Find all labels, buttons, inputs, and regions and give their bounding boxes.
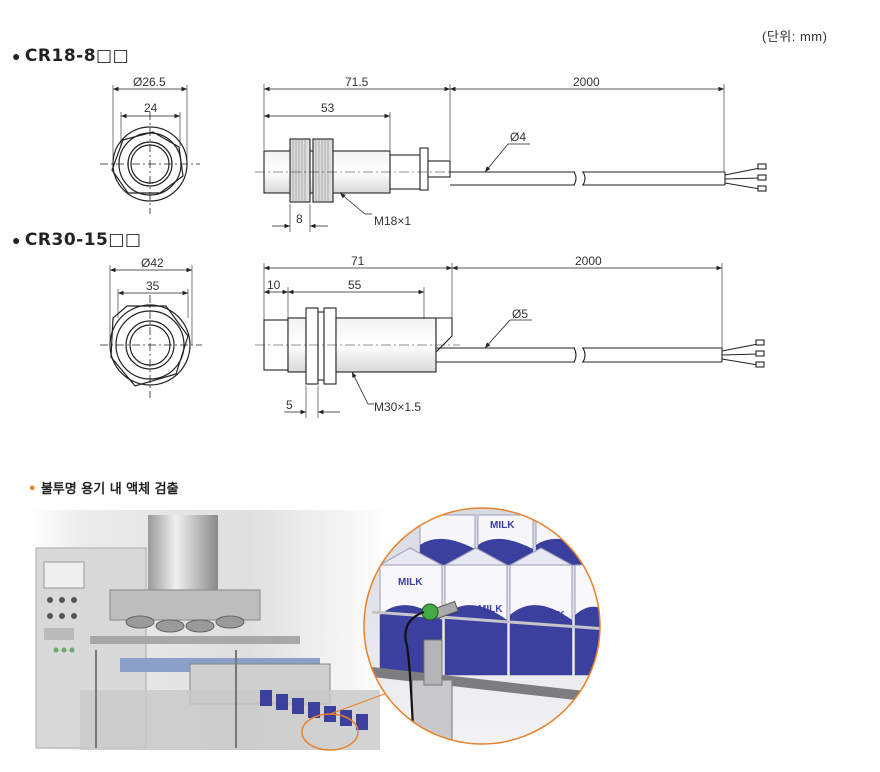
orange-dot-icon: • [28,482,37,497]
zoom-ring [363,507,601,745]
bullet-icon: ● [12,48,21,64]
cr30-cable-dia-label: Ø5 [512,307,529,321]
milk-label-4: MILK [478,604,503,615]
dimension-drawings [100,84,767,418]
cr18-thread-label: M18×1 [374,214,412,228]
zoom-connector-line [329,689,396,715]
cr18-front-view [100,85,200,214]
application-title: • 불투명 용기 내 액체 검출 [28,478,179,497]
milk-label-5: MILK [540,610,565,621]
cr18-nut-label: 8 [296,212,303,226]
cr18-body-label: 53 [321,101,335,115]
cr30-nut-label: 5 [286,398,293,412]
model-name-cr18: CR18-8□□ [24,46,130,66]
filling-machine-image [30,510,390,750]
cr18-outer-dia-label: Ø26.5 [133,75,166,89]
cr30-outer-dia-label: Ø42 [141,256,164,270]
cr30-length-label: 71 [351,254,365,268]
cr30-front-view [100,265,202,398]
cr18-cable-dia-label: Ø4 [510,130,527,144]
milk-label-3: MILK [398,577,423,588]
cr18-side-view [255,84,767,232]
zoom-target-ring [301,713,359,751]
cr18-hex-label: 24 [144,101,158,115]
bullet-icon: ● [12,232,21,248]
cr30-thread-label: M30×1.5 [374,400,422,414]
milk-label-1: MILK [490,520,515,531]
cr30-front-label: 10 [267,278,281,292]
cr30-body-label: 55 [348,278,362,292]
cr30-hex-label: 35 [146,279,160,293]
application-title-text: 불투명 용기 내 액체 검출 [40,482,179,497]
cr18-length-label: 71.5 [345,75,369,89]
model-title-1: ● CR18-8□□ [12,46,129,66]
zoom-detail-image: MILK MILK MILK MILK MILK [364,508,600,744]
unit-label: (단위: mm) [762,29,828,44]
cr30-cable-length-label: 2000 [575,254,602,268]
cr18-cable-length-label: 2000 [573,75,600,89]
cr30-side-view [255,263,765,418]
model-title-2: ● CR30-15□□ [12,230,141,250]
model-name-cr30: CR30-15□□ [24,230,142,250]
milk-label-2: MILK [548,520,573,531]
